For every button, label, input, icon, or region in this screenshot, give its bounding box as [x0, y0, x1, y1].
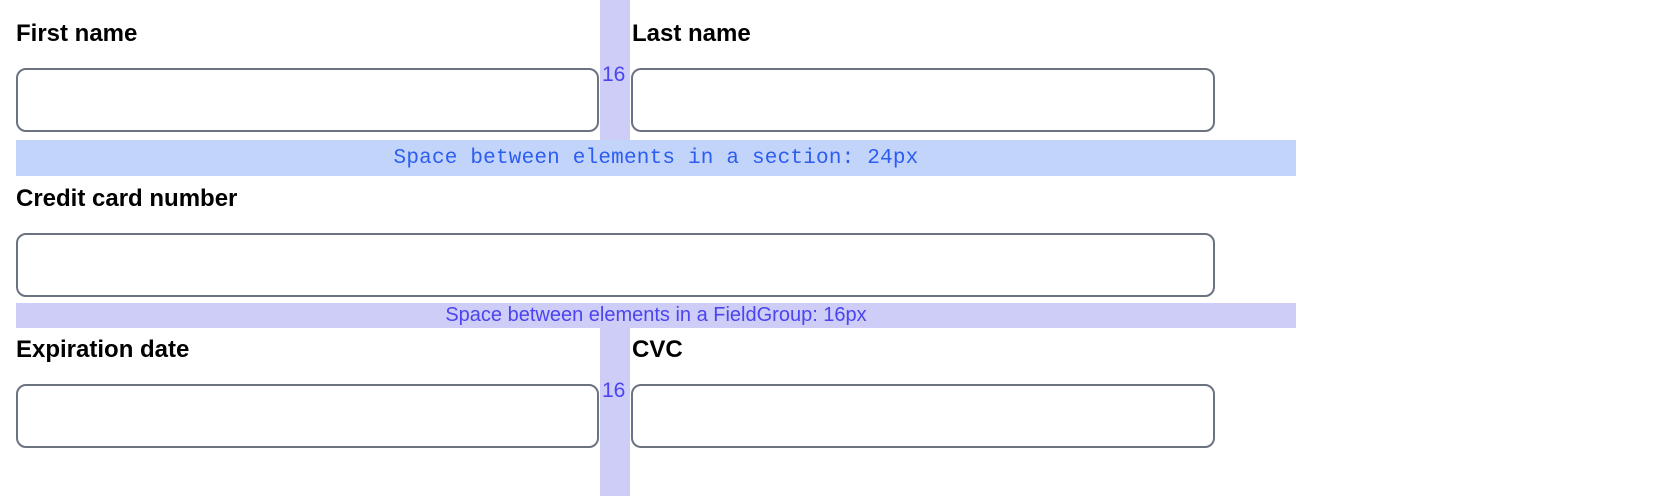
- fieldgroup-spacing-label: Space between elements in a FieldGroup: …: [445, 304, 867, 326]
- section-spacing-label: Space between elements in a section: 24p…: [393, 146, 919, 170]
- first-name-input[interactable]: [16, 68, 599, 132]
- last-name-label: Last name: [632, 20, 751, 47]
- gutter-card-row-label: 16: [602, 379, 626, 402]
- credit-card-number-label: Credit card number: [16, 185, 238, 212]
- section-spacing-band: Space between elements in a section: 24p…: [16, 140, 1296, 176]
- gutter-name-row-label: 16: [602, 63, 626, 86]
- gutter-card-row: [600, 328, 630, 496]
- cvc-input[interactable]: [631, 384, 1215, 448]
- fieldgroup-spacing-band: Space between elements in a FieldGroup: …: [16, 303, 1296, 328]
- credit-card-number-input[interactable]: [16, 233, 1215, 297]
- cvc-label: CVC: [632, 336, 683, 363]
- first-name-label: First name: [16, 20, 138, 47]
- expiration-date-label: Expiration date: [16, 336, 190, 363]
- last-name-input[interactable]: [631, 68, 1215, 132]
- gutter-name-row: [600, 0, 630, 140]
- expiration-date-input[interactable]: [16, 384, 599, 448]
